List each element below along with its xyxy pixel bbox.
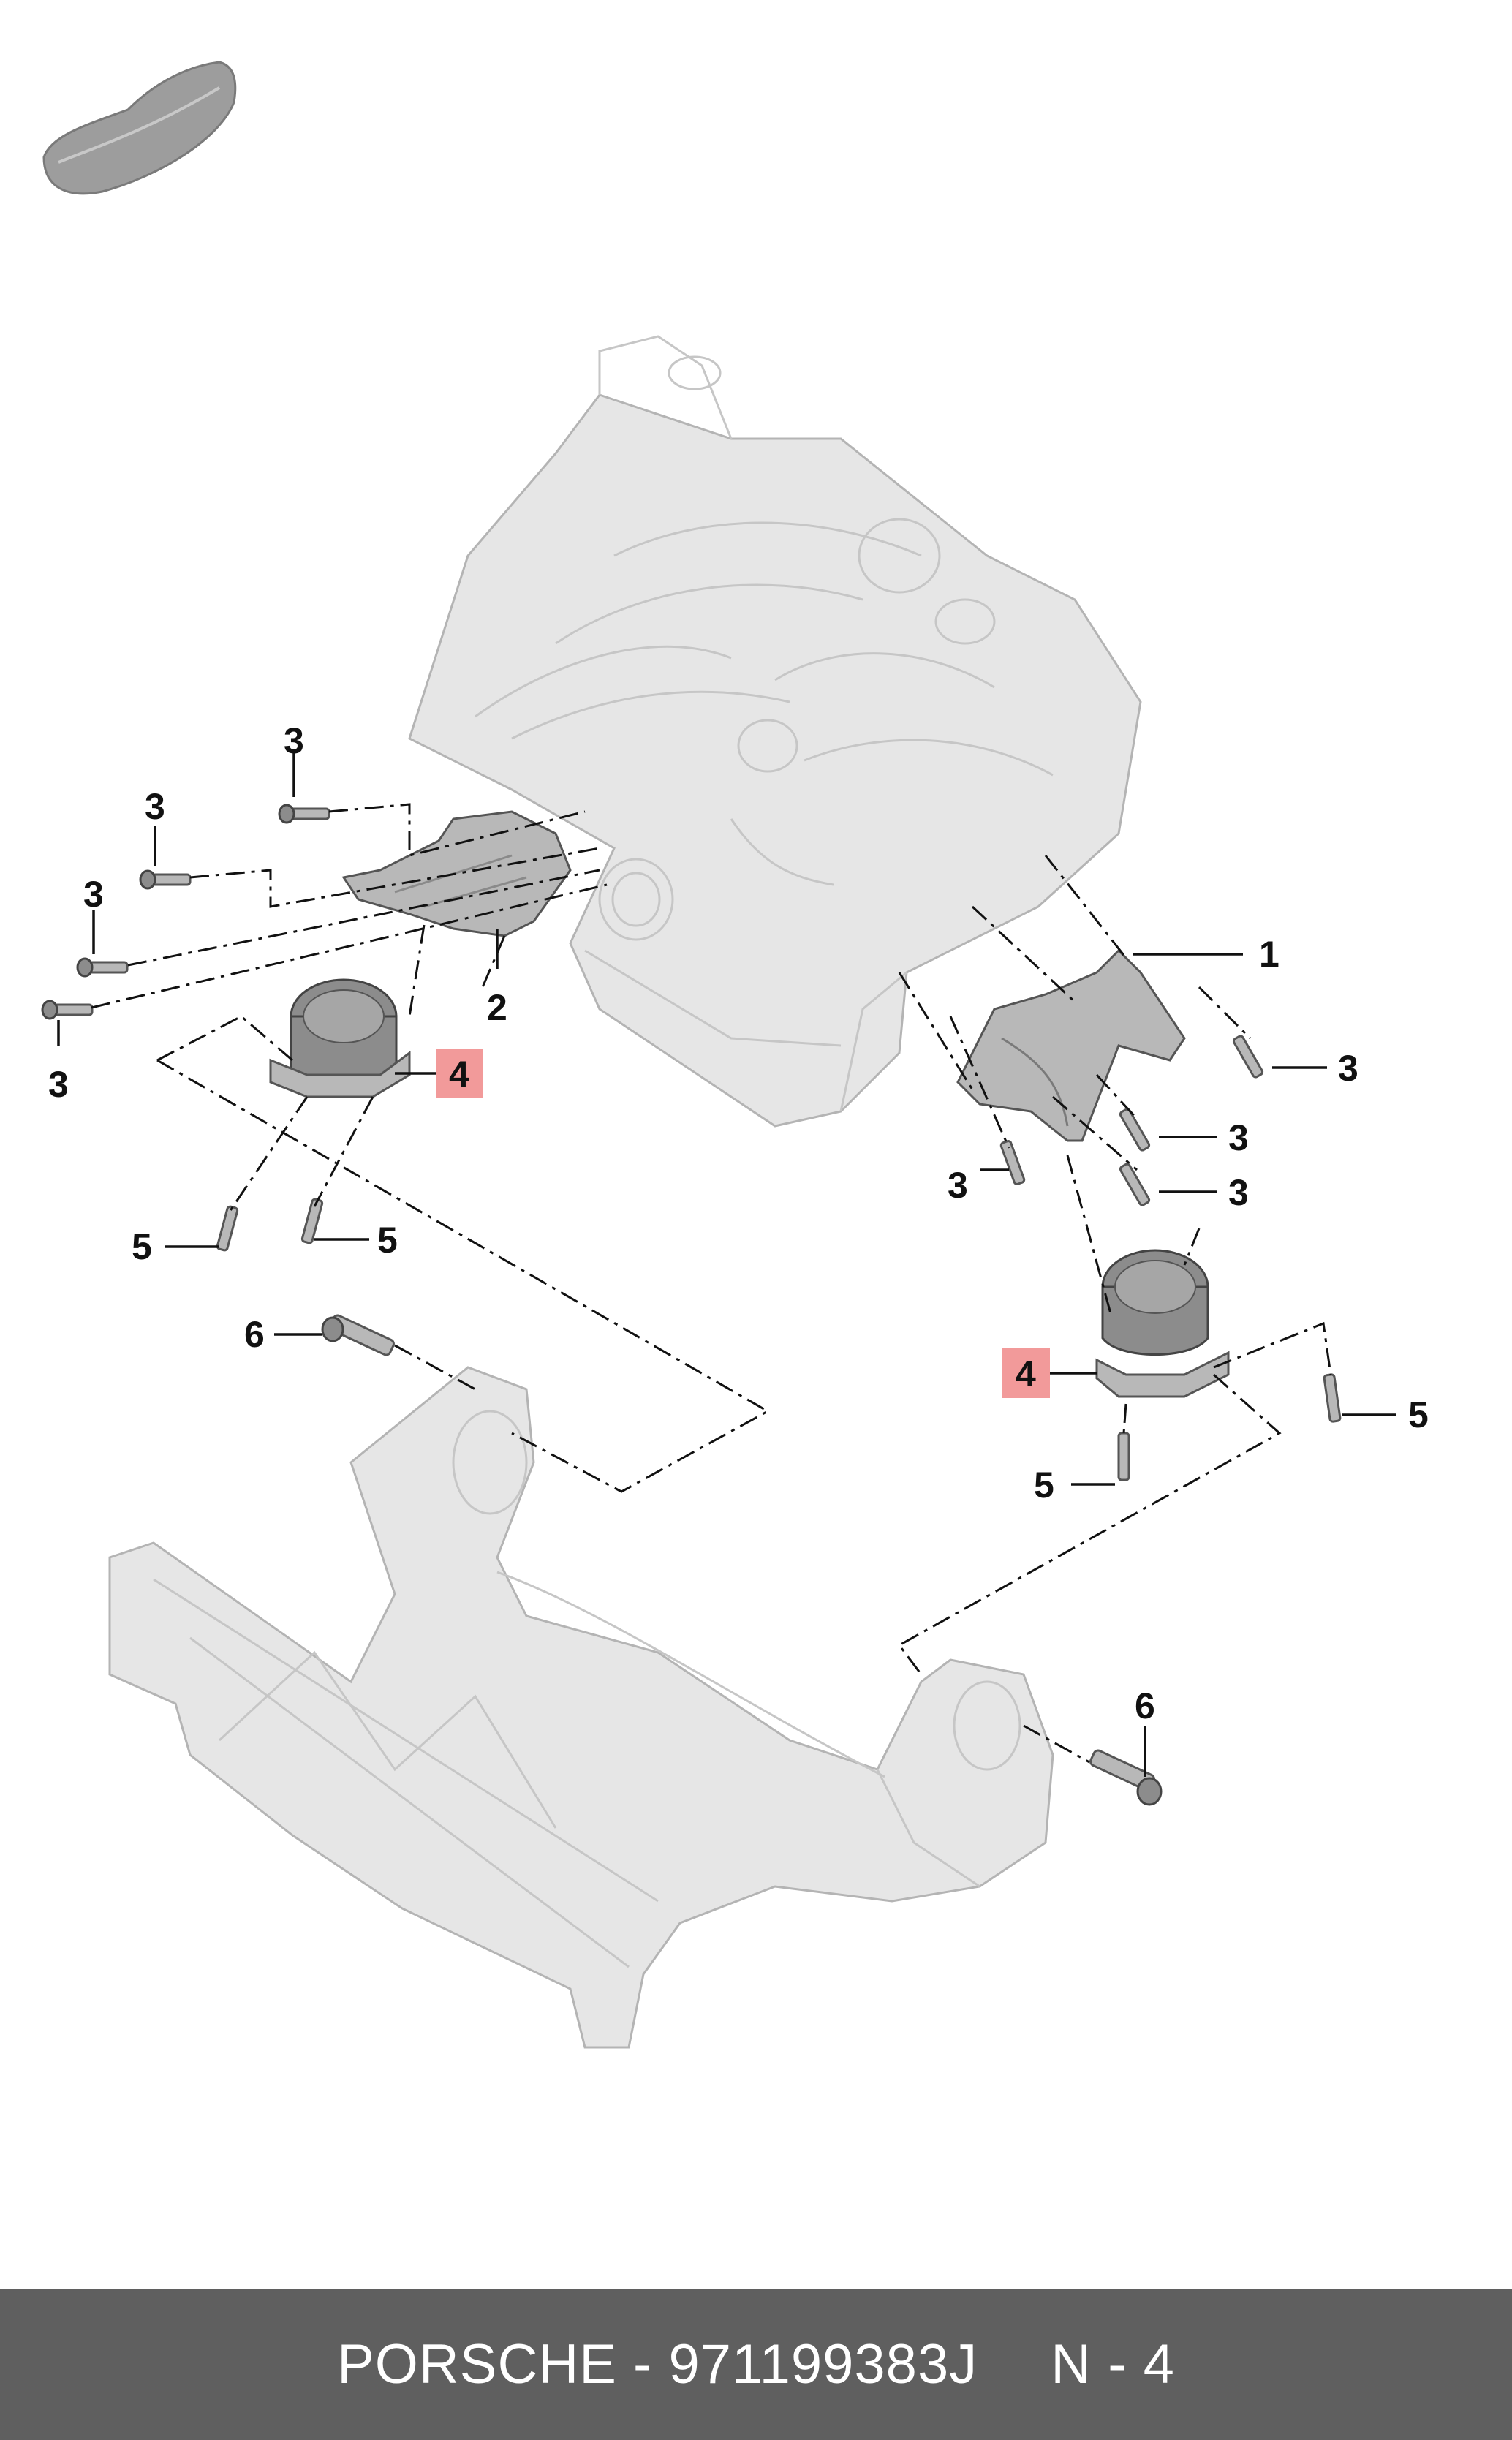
bolt-3-f: [1119, 1108, 1151, 1152]
engine-bracket-left: [341, 810, 572, 937]
svg-text:5: 5: [132, 1226, 152, 1267]
callout-6-a: 6: [244, 1314, 322, 1355]
svg-text:4: 4: [449, 1054, 469, 1095]
svg-text:3: 3: [83, 874, 104, 915]
assembly-lines: [91, 803, 1332, 1764]
bolt-3-h: [999, 1140, 1026, 1185]
bolt-3-c: [76, 957, 129, 978]
front-axle-crossmember: [108, 1366, 1054, 2049]
callout-5-d: 5: [1342, 1394, 1429, 1435]
callout-5-c: 5: [1034, 1465, 1115, 1506]
svg-text:1: 1: [1259, 934, 1279, 975]
callout-4-b: 4: [1002, 1348, 1097, 1398]
bolt-3-e: [1232, 1035, 1264, 1079]
svg-text:3: 3: [284, 720, 304, 761]
svg-text:6: 6: [244, 1314, 265, 1355]
bolt-3-d: [41, 1000, 94, 1020]
callout-4-a: 4: [395, 1049, 483, 1098]
engine-assembly: [408, 335, 1142, 1128]
callout-6-b: 6: [1135, 1685, 1155, 1777]
svg-text:3: 3: [1338, 1048, 1358, 1089]
callout-3-c: 3: [83, 874, 104, 954]
engine-bracket-right: [956, 948, 1186, 1142]
callout-3-h: 3: [948, 1165, 1009, 1206]
svg-text:4: 4: [1016, 1353, 1036, 1394]
callout-5-b: 5: [314, 1220, 398, 1261]
svg-text:2: 2: [487, 987, 507, 1028]
svg-text:3: 3: [48, 1064, 69, 1105]
bolt-5-d: [1323, 1373, 1342, 1423]
engine-mount-right: [1095, 1249, 1230, 1398]
svg-text:3: 3: [1228, 1117, 1249, 1158]
callout-1: 1: [1133, 934, 1279, 975]
bolt-6-b: [1089, 1749, 1163, 1806]
highlight-box: [1002, 1348, 1050, 1398]
svg-text:3: 3: [948, 1165, 968, 1206]
callout-3-b: 3: [145, 786, 165, 866]
bolt-3-b: [139, 869, 192, 890]
svg-text:5: 5: [377, 1220, 398, 1261]
svg-text:5: 5: [1034, 1465, 1054, 1506]
callout-3-d: 3: [48, 1020, 69, 1105]
svg-text:5: 5: [1408, 1394, 1429, 1435]
diagram-reference-text: N - 4: [1051, 2333, 1175, 2395]
svg-text:3: 3: [1228, 1172, 1249, 1213]
engine-mount-left: [269, 978, 411, 1098]
part-number-text: PORSCHE - 971199383J: [337, 2333, 978, 2395]
callout-2: 2: [487, 929, 507, 1028]
footer-bar: PORSCHE - 971199383J N - 4: [0, 2289, 1512, 2440]
car-silhouette-icon: [42, 61, 237, 195]
highlight-box: [436, 1049, 483, 1098]
bolt-5-c: [1117, 1432, 1130, 1481]
bolt-5-a: [216, 1205, 239, 1252]
callout-3-e: 3: [1272, 1048, 1358, 1089]
callout-3-a: 3: [284, 720, 304, 797]
bolt-3-a: [278, 804, 330, 824]
callout-5-a: 5: [132, 1226, 219, 1267]
bolt-5-b: [300, 1198, 324, 1244]
callout-3-f: 3: [1159, 1117, 1249, 1158]
parts-diagram: 1 2 3 3 3 3 3 3 3 3 4 4: [41, 61, 1429, 2049]
callout-3-g: 3: [1159, 1172, 1249, 1213]
bolt-6-a: [321, 1314, 395, 1356]
svg-text:6: 6: [1135, 1685, 1155, 1726]
svg-text:3: 3: [145, 786, 165, 827]
bolt-3-g: [1119, 1163, 1151, 1206]
